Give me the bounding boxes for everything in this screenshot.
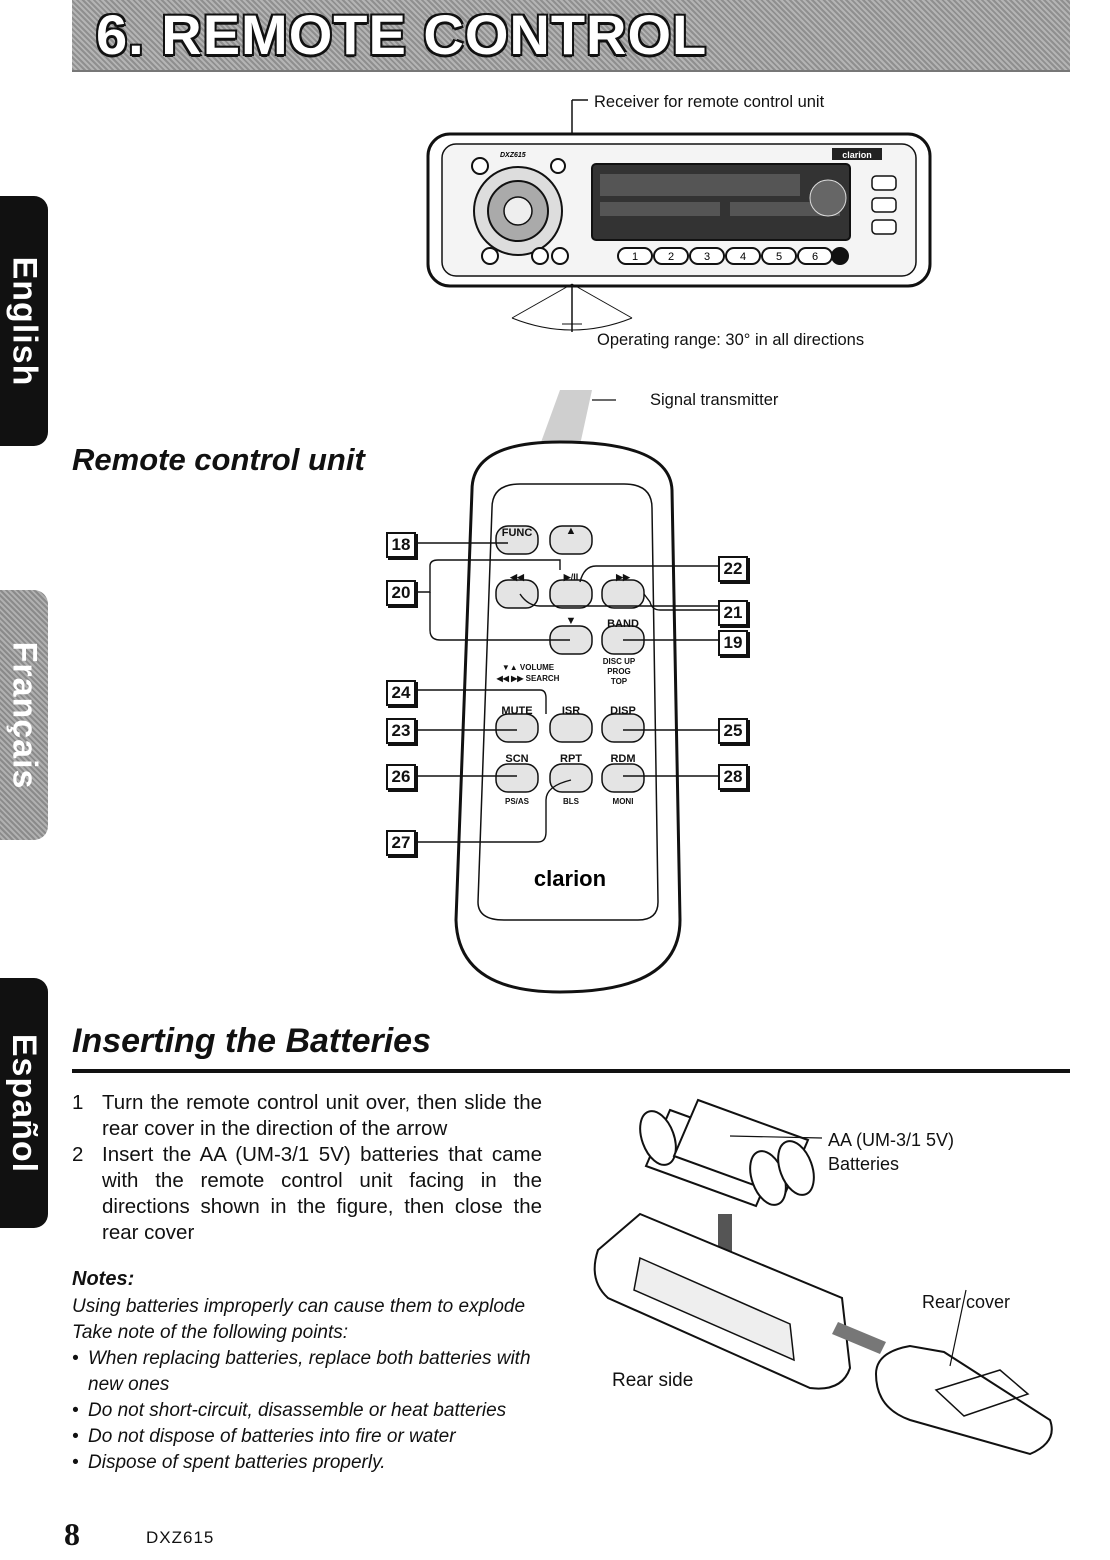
preset-buttons: 1 2 3 4 5 6 — [617, 247, 833, 265]
btn-scn-label: SCN — [505, 753, 528, 765]
callout-28: 28 — [718, 764, 748, 790]
batteries-section-title: Inserting the Batteries — [72, 1022, 431, 1060]
preset-5: 5 — [776, 251, 782, 263]
note-item: •When replacing batteries, replace both … — [72, 1348, 531, 1395]
btn-up-label: ▲ — [566, 525, 577, 537]
sublabel-bls: BLS — [563, 797, 580, 806]
callout-27: 27 — [386, 830, 416, 856]
callout-18: 18 — [386, 532, 416, 558]
page-title: 6. REMOTE CONTROL — [96, 3, 708, 66]
btn-func-label: FUNC — [502, 527, 533, 539]
preset-2: 2 — [668, 251, 674, 263]
callout-26: 26 — [386, 764, 416, 790]
sublabel-psas: PS/AS — [505, 797, 530, 806]
callout-24: 24 — [386, 680, 416, 706]
btn-play-label: ▶/II — [563, 572, 578, 582]
sublabel-prog: PROG — [607, 667, 631, 676]
btn-band-label: BAND — [607, 618, 639, 630]
btn-rew-label: ◀◀ — [509, 572, 525, 582]
head-unit-illustration: 1 2 3 4 5 6 DXZ615 clarion — [426, 99, 932, 332]
sublabel-moni: MONI — [613, 797, 634, 806]
btn-down-label: ▼ — [566, 615, 577, 627]
tab-spanish[interactable]: Español — [0, 978, 48, 1228]
preset-3: 3 — [704, 251, 710, 263]
signal-transmitter-label: Signal transmitter — [650, 391, 779, 409]
btn-disp-label: DISP — [610, 705, 636, 717]
note-item: •Do not dispose of batteries into fire o… — [72, 1426, 456, 1447]
notes-intro: Using batteries improperly can cause the… — [72, 1296, 526, 1343]
step-2: 2 Insert the AA (UM-3/1 5V) batteries th… — [72, 1142, 542, 1246]
battery-label-line2: Batteries — [828, 1154, 900, 1174]
head-unit-model: DXZ615 — [500, 152, 526, 159]
sublabel-search: ◀◀ ▶▶ SEARCH — [496, 674, 560, 683]
footer-model: DXZ615 — [146, 1528, 215, 1547]
rear-side-label: Rear side — [612, 1370, 694, 1391]
notes-block: Using batteries improperly can cause the… — [72, 1294, 542, 1476]
rear-cover-label: Rear cover — [922, 1292, 1011, 1312]
header-banner — [72, 0, 1070, 72]
callout-23: 23 — [386, 718, 416, 744]
tab-english-label: English — [5, 256, 44, 386]
callout-20: 20 — [386, 580, 416, 606]
head-unit-brand: clarion — [842, 150, 872, 160]
preset-4: 4 — [740, 251, 746, 263]
tab-french[interactable]: Français — [0, 590, 48, 840]
callout-22: 22 — [718, 556, 748, 582]
battery-illustration — [593, 1098, 1053, 1456]
step-1-text: Turn the remote control unit over, then … — [102, 1091, 542, 1140]
page-number: 8 — [64, 1516, 80, 1552]
section-divider — [72, 1069, 1070, 1073]
sublabel-volume: ▼▲ VOLUME — [502, 663, 555, 672]
callout-19: 19 — [718, 630, 748, 656]
battery-steps: 1 Turn the remote control unit over, the… — [72, 1090, 542, 1246]
remote-illustration: FUNC ▲ ◀◀ ▶/II ▶▶ ▼ BAND MUTE ISR DISP S… — [412, 390, 718, 994]
receiver-label: Receiver for remote control unit — [594, 93, 825, 111]
notes-title: Notes: — [72, 1268, 135, 1290]
btn-mute-label: MUTE — [501, 705, 532, 717]
step-1-number: 1 — [72, 1091, 84, 1114]
sublabel-top: TOP — [611, 677, 628, 686]
callout-21: 21 — [718, 600, 748, 626]
battery-label-line1: AA (UM-3/1 5V) — [828, 1130, 955, 1150]
note-item: •Do not short-circuit, disassemble or he… — [72, 1400, 507, 1421]
tab-english[interactable]: English — [0, 196, 48, 446]
btn-ff-label: ▶▶ — [615, 572, 631, 582]
tab-french-label: Français — [5, 641, 44, 789]
range-label: Operating range: 30° in all directions — [597, 331, 865, 349]
remote-brand: clarion — [534, 866, 606, 891]
remote-section-title: Remote control unit — [72, 442, 365, 477]
preset-6: 6 — [812, 251, 818, 263]
btn-isr-label: ISR — [562, 705, 580, 717]
btn-rpt-label: RPT — [560, 753, 582, 765]
tab-spanish-label: Español — [5, 1033, 44, 1173]
step-2-text: Insert the AA (UM-3/1 5V) batteries that… — [102, 1143, 542, 1244]
btn-rdm-label: RDM — [610, 753, 635, 765]
preset-1: 1 — [632, 251, 638, 263]
step-1: 1 Turn the remote control unit over, the… — [72, 1090, 542, 1142]
note-item: •Dispose of spent batteries properly. — [72, 1452, 386, 1473]
step-2-number: 2 — [72, 1143, 84, 1166]
callout-25: 25 — [718, 718, 748, 744]
sublabel-disc-up: DISC UP — [603, 657, 636, 666]
